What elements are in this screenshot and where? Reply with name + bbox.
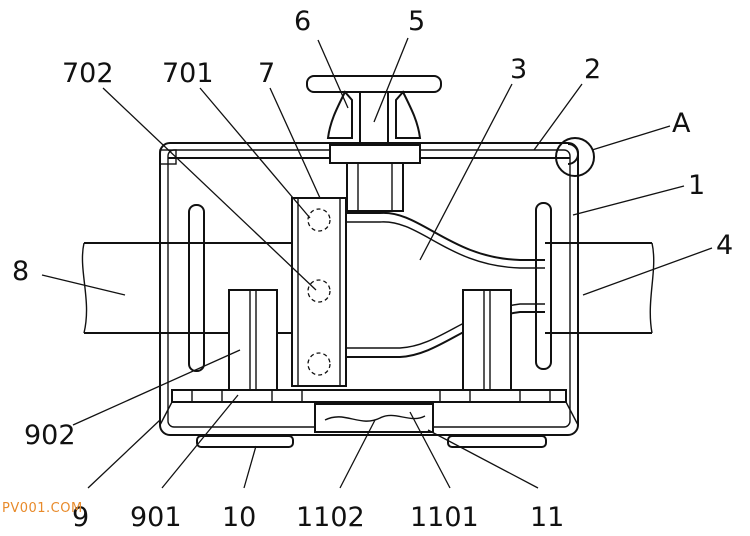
base-frame xyxy=(159,389,579,426)
label-7: 7 xyxy=(258,58,275,89)
handwheel-assembly xyxy=(306,75,442,212)
left-support-block xyxy=(228,289,278,391)
label-a: A xyxy=(672,108,691,139)
bottom-window xyxy=(314,403,434,433)
label-6: 6 xyxy=(294,6,311,37)
label-1101: 1101 xyxy=(410,502,479,533)
right-pipe xyxy=(545,242,655,334)
label-9: 9 xyxy=(72,502,89,533)
watermark: PV001.COM xyxy=(2,501,83,516)
label-11: 11 xyxy=(530,502,564,533)
label-10: 10 xyxy=(222,502,256,533)
label-5: 5 xyxy=(408,6,425,37)
valve-body xyxy=(345,211,545,358)
label-1: 1 xyxy=(688,170,705,201)
label-901: 901 xyxy=(130,502,182,533)
left-flange xyxy=(188,204,205,372)
label-2: 2 xyxy=(584,54,601,85)
right-foot xyxy=(447,435,547,448)
leader-lines xyxy=(41,37,713,489)
label-902: 902 xyxy=(24,420,76,451)
label-3: 3 xyxy=(510,54,527,85)
label-701: 701 xyxy=(162,58,214,89)
left-foot xyxy=(196,435,294,448)
label-4: 4 xyxy=(716,230,733,261)
right-support-block xyxy=(462,289,512,391)
clamp-plate xyxy=(291,197,347,387)
right-flange xyxy=(535,202,552,370)
label-702: 702 xyxy=(62,58,114,89)
label-1102: 1102 xyxy=(296,502,365,533)
reference-labels: 6 5 702 701 7 3 2 A 1 8 4 902 9 901 10 1… xyxy=(12,6,733,533)
detail-circle-a xyxy=(555,137,595,177)
label-8: 8 xyxy=(12,256,29,287)
